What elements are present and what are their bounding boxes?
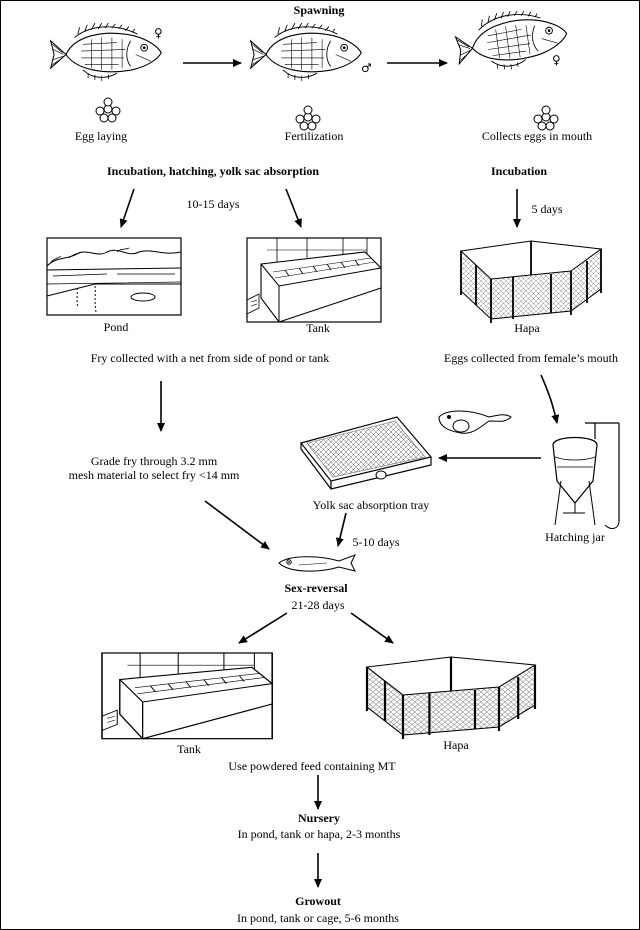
yolk-sac-fry-illustration [438, 410, 512, 434]
tank-illustration-incubation [246, 237, 382, 323]
eggs-icon-1 [95, 97, 121, 123]
hatching-jar-illustration [552, 422, 620, 529]
grading-note: Grade fry through 3.2 mm mesh material t… [68, 454, 240, 482]
nursery-note: In pond, tank or hapa, 2-3 months [237, 827, 401, 841]
feed-note: Use powdered feed containing MT [228, 759, 396, 773]
eggs-collected-note: Eggs collected from female’s mouth [444, 351, 618, 365]
sex-reversal-title: Sex-reversal [284, 581, 348, 595]
male-symbol: ♂ [361, 61, 372, 75]
pond-illustration [46, 237, 182, 316]
female-symbol-2: ♀ [552, 53, 561, 67]
male-fish-fertilization [250, 22, 362, 82]
eggs-icon-3 [533, 105, 559, 131]
incubation-hatching-title: Incubation, hatching, yolk sac absorptio… [106, 164, 320, 178]
tray-duration: 5-10 days [352, 535, 400, 549]
tank-illustration-sex-reversal [101, 652, 273, 740]
eggs-icon-2 [295, 105, 321, 131]
sex-reversal-hapa-label: Hapa [443, 738, 469, 752]
collects-eggs-label: Collects eggs in mouth [481, 129, 593, 143]
hatching-jar-label: Hatching jar [545, 530, 605, 544]
yolk-sac-tray-illustration [299, 416, 433, 490]
growout-title: Growout [295, 894, 341, 908]
growout-note: In pond, tank or cage, 5-6 months [237, 911, 399, 925]
tank-label: Tank [306, 321, 330, 335]
egg-laying-label: Egg laying [74, 129, 128, 143]
female-symbol-1: ♀ [154, 26, 163, 40]
hapa-illustration-incubation [460, 240, 602, 324]
hapa-illustration-sex-reversal [365, 655, 537, 741]
pond-label: Pond [103, 320, 129, 334]
female-fish-egg-laying [50, 22, 162, 82]
incubation-right-duration: 5 days [531, 202, 563, 216]
spawning-title: Spawning [293, 3, 345, 17]
incubation-title: Incubation [490, 164, 548, 178]
incubation-duration: 10-15 days [186, 197, 240, 211]
hapa-label: Hapa [514, 321, 540, 335]
fry-collection-note: Fry collected with a net from side of po… [90, 351, 330, 365]
nursery-title: Nursery [298, 811, 340, 825]
sex-reversal-duration: 21-28 days [291, 598, 345, 612]
fertilization-label: Fertilization [284, 129, 344, 143]
fry-illustration [278, 554, 357, 572]
yolk-tray-label: Yolk sac absorption tray [312, 498, 430, 512]
sex-reversal-tank-label: Tank [177, 742, 201, 756]
